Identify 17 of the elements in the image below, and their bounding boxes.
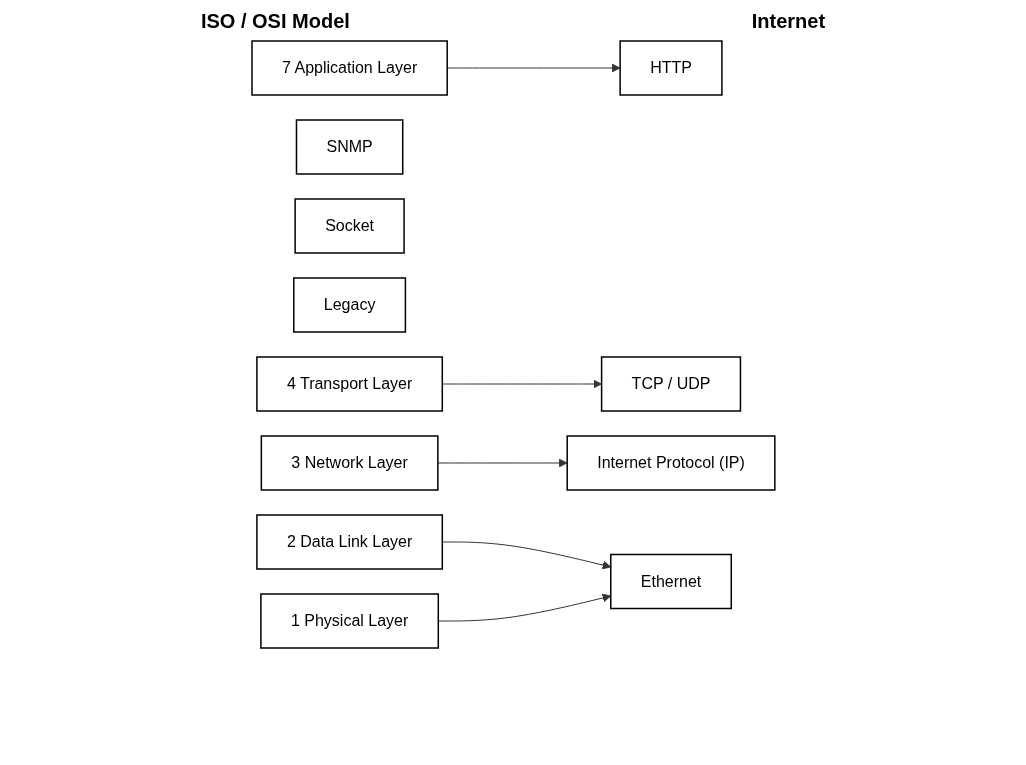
node-box: 1 Physical Layer xyxy=(259,593,439,649)
node-box: Legacy xyxy=(292,277,406,333)
node-box: Ethernet xyxy=(609,553,732,610)
node-box: Internet Protocol (IP) xyxy=(566,435,776,491)
node-box: HTTP xyxy=(618,40,723,96)
node-box: TCP / UDP xyxy=(600,356,741,412)
column-heading: ISO / OSI Model xyxy=(200,10,350,33)
node-box: 3 Network Layer xyxy=(260,435,439,491)
arrow xyxy=(437,593,611,622)
arrow xyxy=(441,541,611,570)
arrow xyxy=(441,379,602,389)
node-box: 4 Transport Layer xyxy=(255,356,443,412)
node-box: 2 Data Link Layer xyxy=(255,514,443,570)
node-box: 7 Application Layer xyxy=(250,40,448,96)
column-heading: Internet xyxy=(751,10,826,33)
node-box: SNMP xyxy=(295,119,404,175)
node-box: Socket xyxy=(293,198,405,254)
